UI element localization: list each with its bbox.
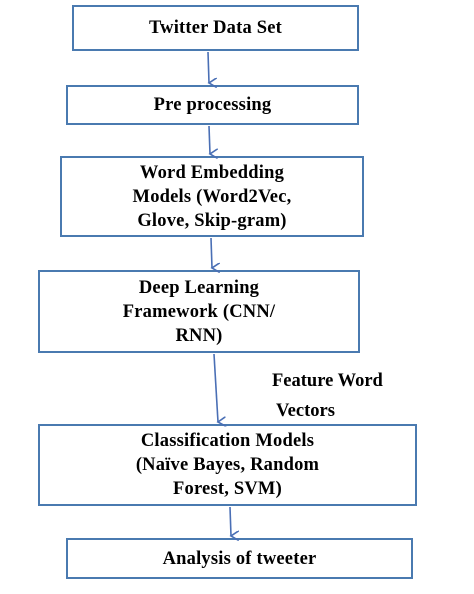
box-word-embedding-models-label: Word Embedding Models (Word2Vec, Glove, … <box>132 162 292 231</box>
arrow-classification-to-analysis <box>229 506 231 536</box>
box-pre-processing-label: Pre processing <box>153 95 272 115</box>
box-analysis-of-tweeter-label: Analysis of tweeter <box>162 548 317 569</box>
box-twitter-data-set: Twitter Data Set <box>72 5 359 51</box>
box-deep-learning-framework-label: Deep Learning Framework (CNN/ RNN) <box>122 277 276 346</box>
arrow-dataset-to-preprocessing <box>207 51 209 83</box>
box-classification-models: Classification Models (Naïve Bayes, Rand… <box>38 424 417 506</box>
edge-label-feature-word: Feature Word <box>272 371 383 391</box>
arrow-deep-learning-to-classification <box>213 353 218 422</box>
arrow-preprocessing-to-embedding <box>208 125 210 154</box>
box-deep-learning-framework: Deep Learning Framework (CNN/ RNN) <box>38 270 360 353</box>
edge-label-vectors: Vectors <box>276 401 335 421</box>
arrow-embedding-to-deep-learning <box>210 237 212 268</box>
box-twitter-data-set-label: Twitter Data Set <box>148 18 282 38</box>
box-analysis-of-tweeter: Analysis of tweeter <box>66 538 413 579</box>
box-classification-models-label: Classification Models (Naïve Bayes, Rand… <box>135 431 320 499</box>
